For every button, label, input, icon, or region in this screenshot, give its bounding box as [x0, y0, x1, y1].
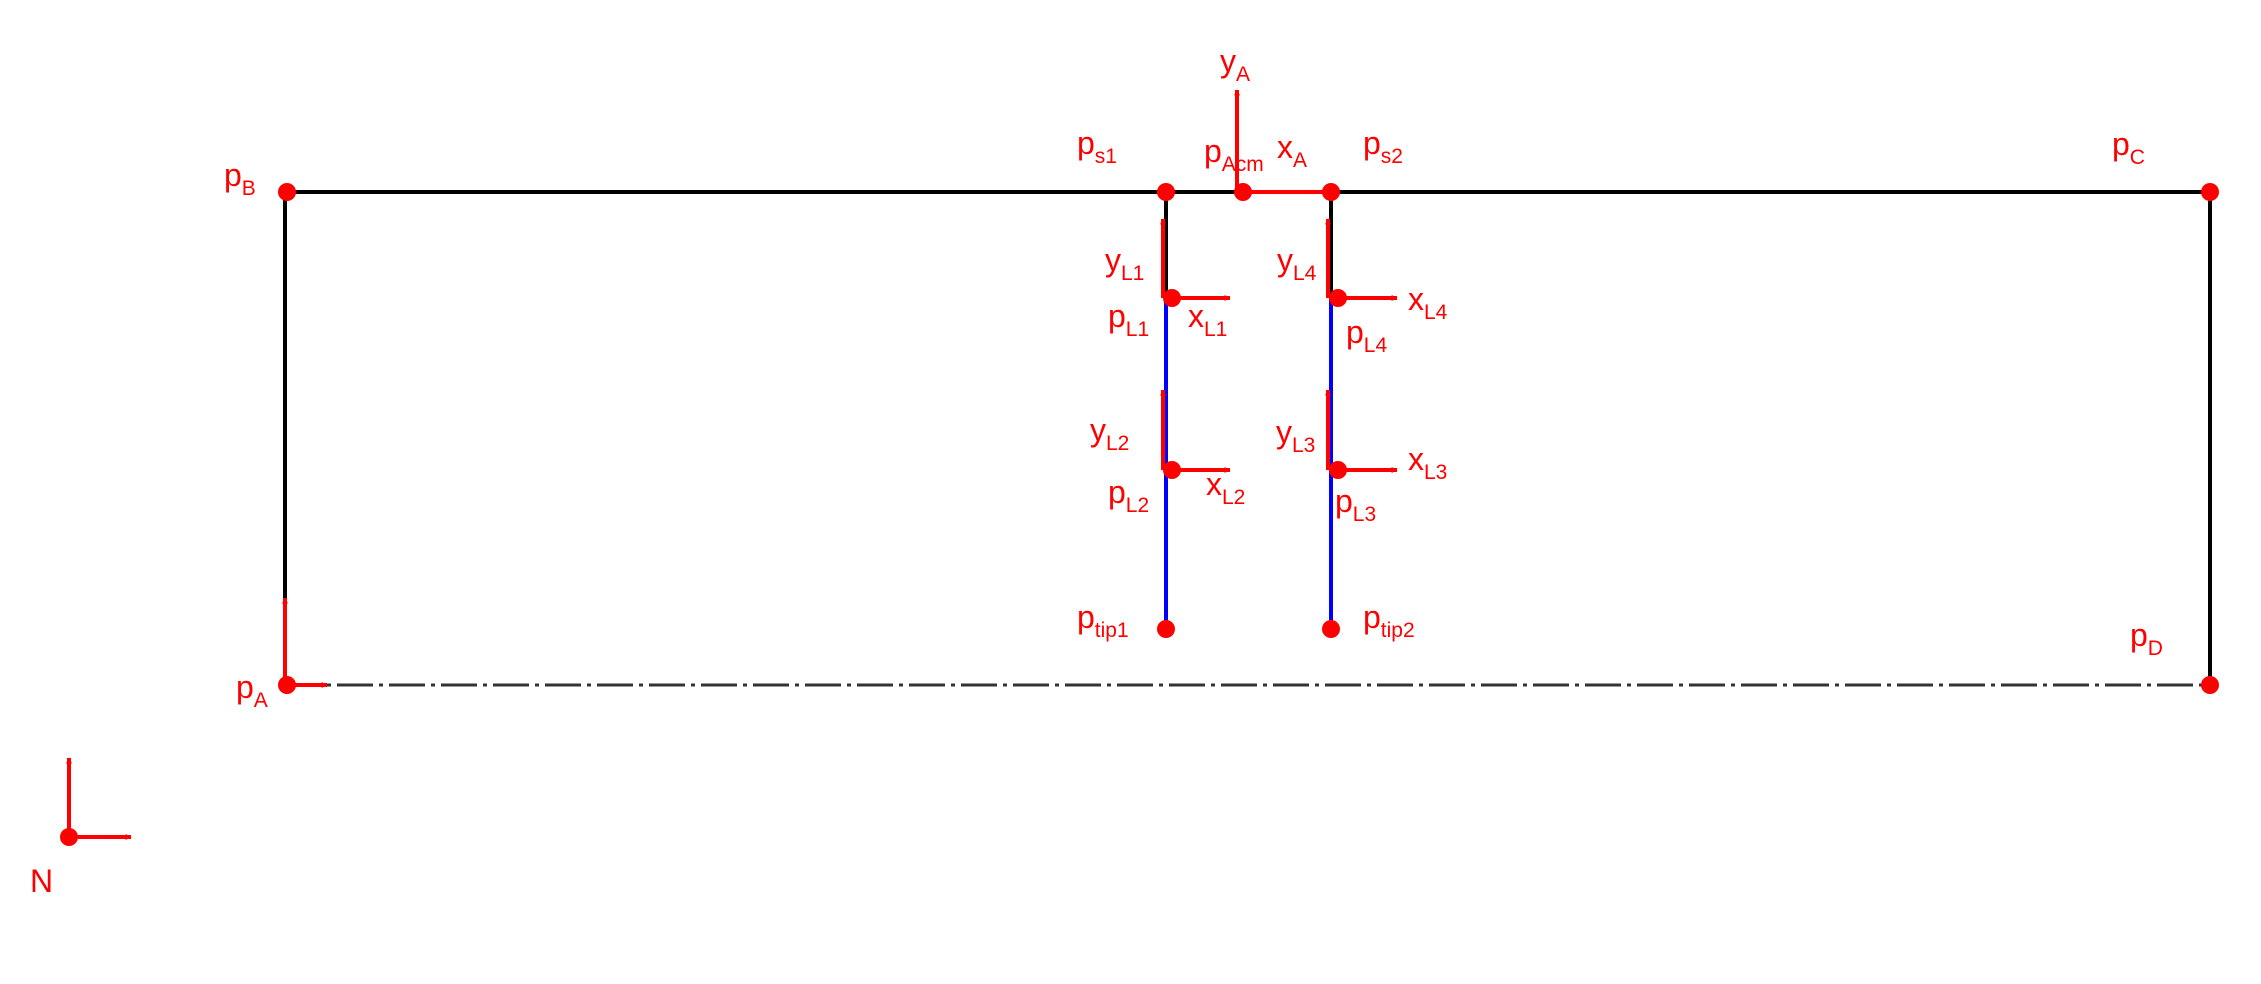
marker-pL1	[1163, 289, 1181, 307]
label-pD: pD	[2130, 617, 2163, 660]
label-yA: yA	[1220, 43, 1250, 86]
marker-ptip1	[1157, 620, 1175, 638]
label-pAcm: pAcm	[1204, 133, 1264, 176]
marker-pL2	[1163, 461, 1181, 479]
marker-pL4	[1329, 289, 1347, 307]
label-yL3: yL3	[1276, 414, 1315, 457]
label-ps2: ps2	[1363, 125, 1403, 168]
label-yL2: yL2	[1090, 412, 1129, 455]
label-xL3: xL3	[1408, 441, 1447, 484]
label-frame-N: N	[30, 863, 53, 899]
structure	[285, 192, 2210, 685]
label-pB: pB	[224, 157, 256, 200]
label-xA: xA	[1277, 129, 1307, 172]
marker-pB	[278, 183, 296, 201]
axis-arrows	[69, 90, 1397, 837]
label-pA: pA	[236, 669, 268, 712]
marker-ps2	[1322, 183, 1340, 201]
label-ptip2: ptip2	[1363, 599, 1415, 642]
label-ps1: ps1	[1077, 125, 1117, 168]
label-pL3: pL3	[1335, 483, 1376, 526]
marker-pD	[2201, 676, 2219, 694]
marker-pL3	[1329, 461, 1347, 479]
label-pC: pC	[2112, 126, 2145, 169]
label-xL1: xL1	[1188, 298, 1227, 341]
marker-pC	[2201, 183, 2219, 201]
marker-ptip2	[1322, 620, 1340, 638]
label-xL4: xL4	[1408, 281, 1448, 324]
label-pL1: pL1	[1108, 298, 1149, 341]
label-yL1: yL1	[1105, 242, 1144, 285]
label-ptip1: ptip1	[1077, 599, 1129, 642]
marker-ps1	[1157, 183, 1175, 201]
label-pL2: pL2	[1108, 474, 1149, 517]
marker-pAcm	[1234, 183, 1252, 201]
label-yL4: yL4	[1277, 242, 1317, 285]
label-xL2: xL2	[1206, 466, 1245, 509]
labels: pB pC pD pA ps1 ps2 pAcm pL1 pL2 pL3 pL4…	[30, 43, 2163, 899]
marker-N	[60, 828, 78, 846]
label-pL4: pL4	[1346, 314, 1387, 357]
marker-pA	[278, 676, 296, 694]
